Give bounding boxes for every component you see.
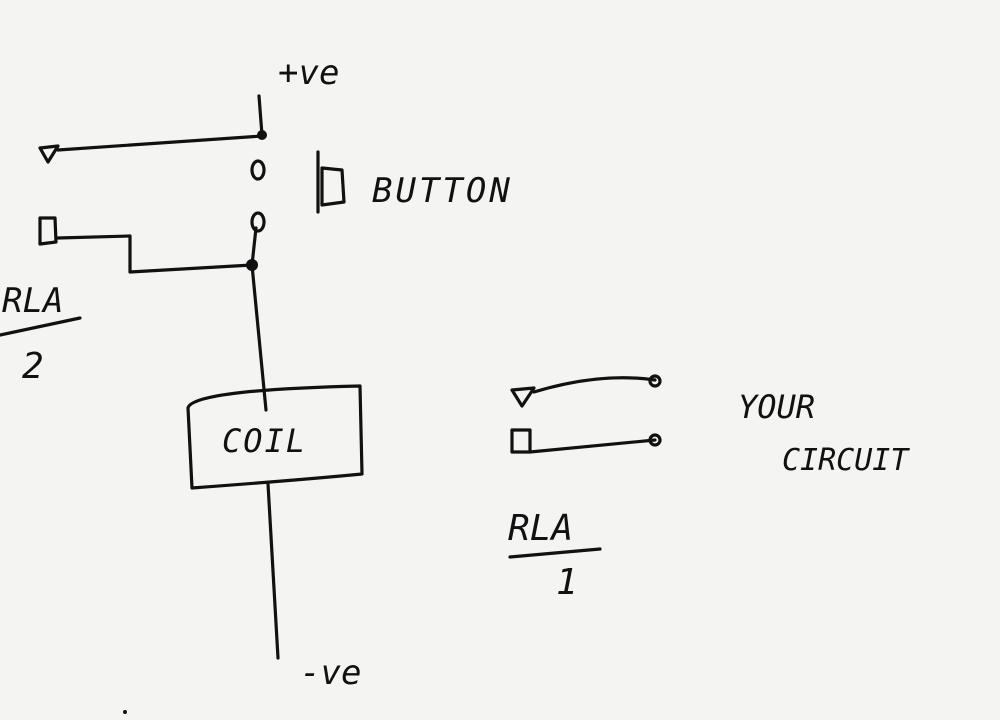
ink-speck [123, 710, 127, 714]
button-icon [316, 150, 346, 214]
your-label: YOUR [738, 388, 815, 426]
rla1-divider [508, 547, 602, 559]
coil-feed-wire [250, 226, 268, 412]
rla1-number: 1 [556, 562, 578, 603]
rla2-divider [0, 316, 82, 337]
rla2-name: RLA [2, 281, 63, 321]
rla2-contact-bottom [38, 216, 254, 274]
coil-label: COIL [222, 422, 307, 460]
rla1-terminal-bottom [648, 433, 662, 447]
negative-wire [266, 482, 280, 660]
positive-wire [257, 94, 264, 137]
rla1-terminal-top [648, 374, 662, 388]
circuit-label: CIRCUIT [782, 443, 910, 478]
rla1-name: RLA [508, 508, 573, 549]
rla2-number: 2 [22, 346, 44, 387]
rla1-contact-bottom [510, 428, 657, 454]
rla1-contact-top [510, 376, 657, 408]
positive-label: +ve [278, 53, 339, 93]
button-contact-bottom [250, 211, 266, 233]
button-contact-top [250, 159, 266, 181]
button-label: BUTTON [372, 171, 513, 211]
coil-box [186, 384, 364, 490]
rla2-contact-top [38, 134, 264, 164]
negative-label: -ve [300, 653, 361, 693]
